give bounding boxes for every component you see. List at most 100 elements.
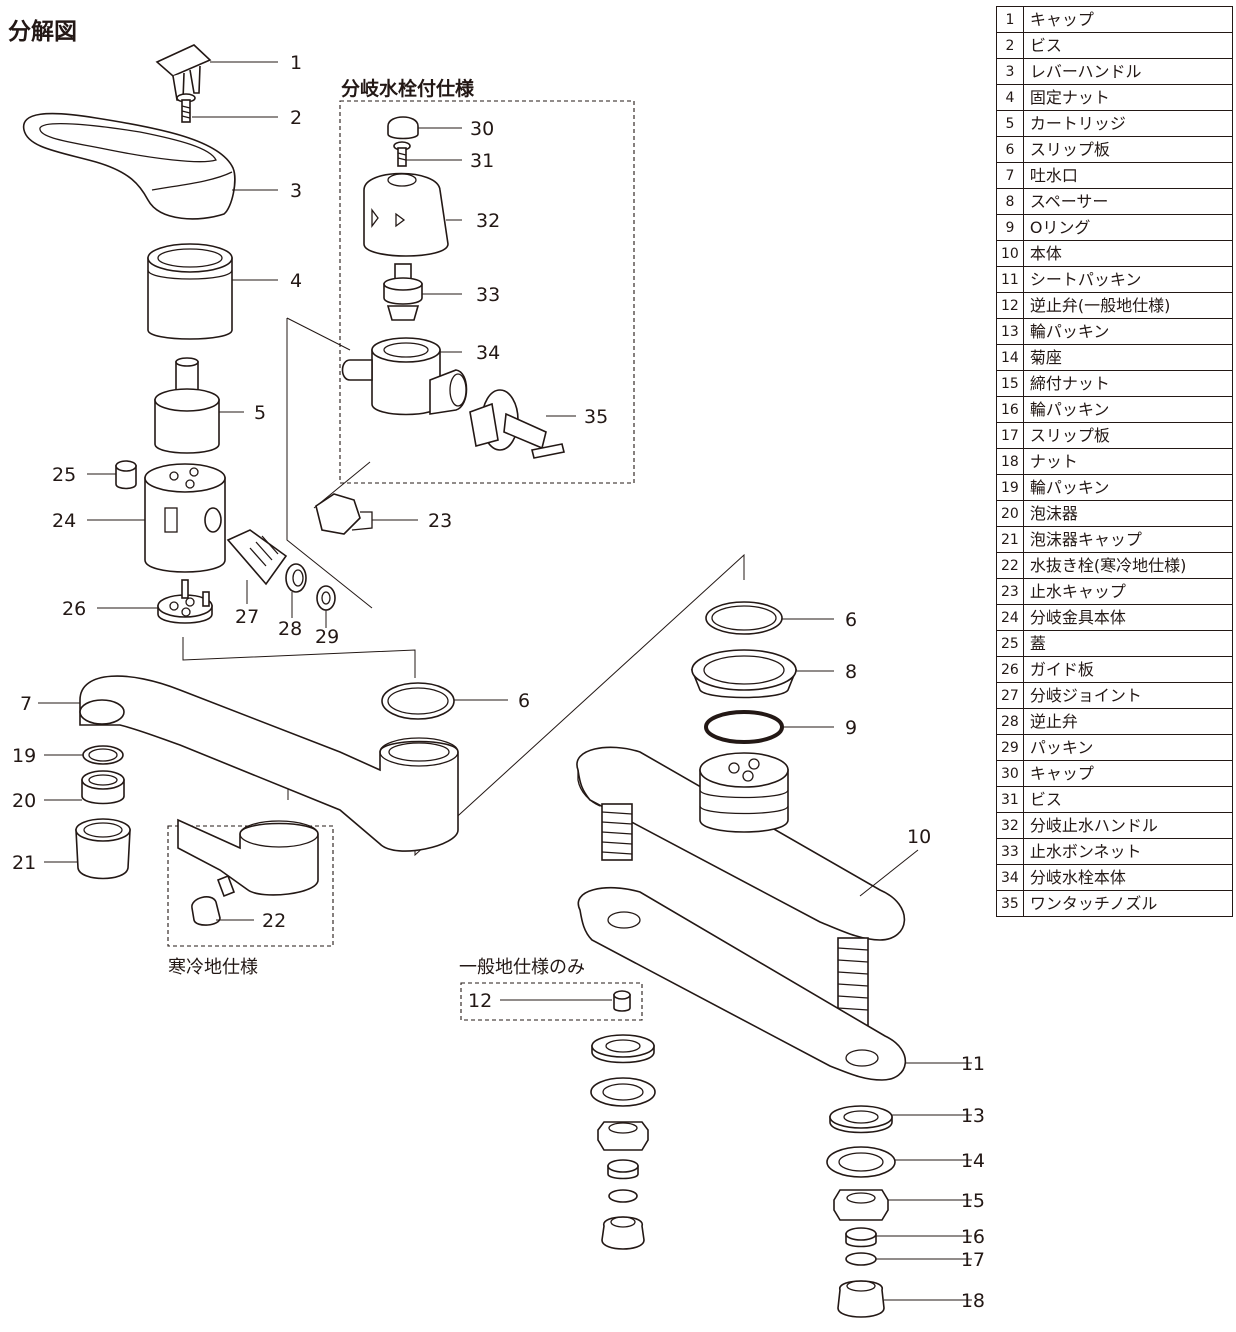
part-name: パッキン: [1022, 734, 1233, 761]
part-26-guide-plate[interactable]: [157, 579, 213, 624]
part-33-stop-bonnet[interactable]: [383, 263, 423, 321]
part-name: ナット: [1022, 448, 1233, 475]
callout-18: 18: [961, 1290, 985, 1312]
callout-25: 25: [52, 464, 76, 486]
callout-31: 31: [470, 150, 494, 172]
part-number: 16: [996, 396, 1024, 423]
callout-20: 20: [12, 790, 36, 812]
part-number: 3: [996, 58, 1024, 85]
part-name: レバーハンドル: [1022, 58, 1233, 85]
part-name: スペーサー: [1022, 188, 1233, 215]
part-name: 分岐水栓本体: [1022, 864, 1233, 891]
part-10-main-body[interactable]: [576, 746, 906, 1029]
part-17-slip-plate[interactable]: [845, 1252, 877, 1266]
part-name: 蓋: [1022, 630, 1233, 657]
part-32-branch-stop-handle[interactable]: [363, 172, 449, 257]
callout-9: 9: [845, 717, 857, 739]
callout-4: 4: [290, 270, 302, 292]
part-3-lever-handle[interactable]: [22, 112, 236, 220]
part-22-drain-plug[interactable]: [191, 874, 236, 926]
part-6-slip-plate[interactable]: [381, 682, 455, 720]
callout-32: 32: [476, 210, 500, 232]
part-2-screw[interactable]: [176, 93, 196, 123]
part-name: 泡沫器: [1022, 500, 1233, 527]
callout-15: 15: [961, 1190, 985, 1212]
part-name: ビス: [1022, 32, 1233, 59]
part-name: 分岐金具本体: [1022, 604, 1233, 631]
part-25-lid[interactable]: [115, 460, 137, 490]
part-number: 1: [996, 6, 1024, 33]
callout-35: 35: [584, 406, 608, 428]
part-number: 23: [996, 578, 1024, 605]
part-30-cap[interactable]: [387, 116, 419, 140]
part-20-aerator[interactable]: [81, 770, 125, 805]
part-name: 逆止弁: [1022, 708, 1233, 735]
branch-spec-title: 分岐水栓付仕様: [341, 77, 475, 100]
part-13-washer[interactable]: [829, 1105, 893, 1134]
part-name: キャップ: [1022, 6, 1233, 33]
part-name: スリップ板: [1022, 136, 1233, 163]
callout-numbers: 1 2 3 4 5 30 31 32 33 34 35 23 25 24 26 …: [12, 52, 985, 1312]
part-29-packing[interactable]: [316, 585, 336, 611]
part-number: 4: [996, 84, 1024, 111]
part-number: 10: [996, 240, 1024, 267]
callout-6b: 6: [845, 609, 857, 631]
part-5-cartridge[interactable]: [154, 357, 220, 454]
part-18-nut[interactable]: [837, 1280, 885, 1318]
callout-22: 22: [262, 910, 286, 932]
part-9-o-ring[interactable]: [704, 710, 784, 744]
part-6-slip-plate-right[interactable]: [705, 601, 783, 635]
part-28-check-valve[interactable]: [285, 563, 307, 593]
part-23-stop-cap[interactable]: [315, 493, 373, 535]
part-14-toothed-washer[interactable]: [826, 1146, 896, 1178]
part-number: 25: [996, 630, 1024, 657]
callout-19: 19: [12, 745, 36, 767]
part-8-spacer[interactable]: [690, 649, 798, 699]
part-4-fixing-nut[interactable]: [147, 243, 233, 340]
part-11-seat-packing[interactable]: [577, 886, 907, 1081]
part-7-spout[interactable]: [79, 675, 459, 852]
part-number: 24: [996, 604, 1024, 631]
part-34-branch-faucet-body[interactable]: [341, 337, 468, 416]
part-21-aerator-cap[interactable]: [75, 818, 131, 880]
callout-21: 21: [12, 852, 36, 874]
part-name: Oリング: [1022, 214, 1233, 241]
page-title: 分解図: [8, 19, 77, 45]
part-name: 逆止弁(一般地仕様): [1022, 292, 1233, 319]
part-name: スリップ板: [1022, 422, 1233, 449]
part-number: 31: [996, 786, 1024, 813]
part-24-branch-fitting-body[interactable]: [144, 463, 226, 573]
callout-14: 14: [961, 1150, 985, 1172]
part-15-tightening-nut[interactable]: [833, 1189, 889, 1221]
part-number: 21: [996, 526, 1024, 553]
part-35-one-touch-nozzle[interactable]: [469, 389, 565, 459]
part-16-washer[interactable]: [845, 1227, 877, 1248]
part-number: 13: [996, 318, 1024, 345]
part-number: 19: [996, 474, 1024, 501]
part-number: 28: [996, 708, 1024, 735]
part-27-branch-joint[interactable]: [226, 529, 288, 586]
callout-1: 1: [290, 52, 302, 74]
part-31-screw[interactable]: [393, 141, 411, 167]
part-19-washer[interactable]: [82, 745, 124, 765]
part-1-cap[interactable]: [155, 44, 212, 101]
part-name: 分岐止水ハンドル: [1022, 812, 1233, 839]
part-12-check-valve[interactable]: [613, 990, 631, 1012]
